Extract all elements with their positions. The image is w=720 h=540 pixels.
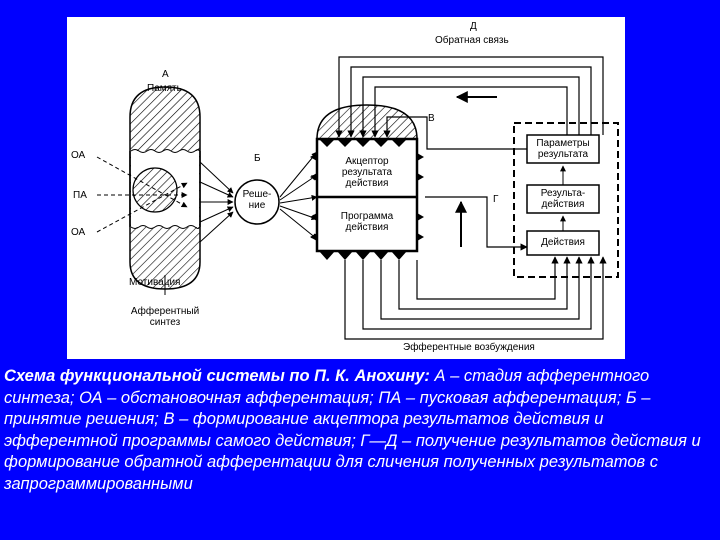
afferent-input-arrows: [96, 156, 188, 233]
diagram-panel: Д Обратная связь А Память В Б Г ОА ПА ОА…: [67, 17, 625, 359]
label-result-params: Параметры результата: [536, 138, 590, 160]
action-results-box: [526, 184, 600, 214]
label-feedback: Обратная связь: [435, 35, 509, 46]
caption-title: Схема функциональной системы по П. К. Ан…: [4, 367, 430, 385]
label-oa-top: ОА: [71, 150, 86, 161]
results-box: [513, 122, 619, 278]
label-memory: Память: [147, 83, 182, 94]
acceptor-dome: [316, 104, 418, 140]
label-acceptor: Акцептор результата действия: [341, 156, 393, 189]
decision-to-program-arrows: [279, 151, 318, 240]
label-a-letter: А: [162, 69, 169, 80]
label-b-letter: Б: [254, 153, 261, 164]
label-actions: Действия: [541, 237, 585, 248]
decision-circle: [234, 179, 280, 225]
acceptor-program-block: [310, 137, 424, 260]
label-g-letter: Г: [493, 194, 499, 205]
efferent-loops: [344, 196, 607, 340]
label-program: Программа действия: [340, 211, 394, 233]
afferent-synthesis-capsule: [129, 86, 201, 290]
label-afferent-synthesis: Афферентный синтез: [130, 306, 200, 328]
figure-caption: Схема функциональной системы по П. К. Ан…: [4, 366, 716, 496]
synthesis-to-decision-arrows: [199, 161, 234, 243]
result-params-box: [526, 134, 600, 164]
functional-system-diagram: [96, 56, 619, 340]
label-d-letter: Д: [470, 21, 477, 32]
label-oa-bottom: ОА: [71, 227, 86, 238]
label-pa: ПА: [73, 190, 87, 201]
feedback-loops: [335, 56, 604, 150]
label-v-letter: В: [428, 113, 435, 124]
caption-body: А – стадия афферентного синтеза; ОА – об…: [4, 367, 701, 493]
label-decision: Реше- ние: [242, 189, 272, 211]
label-motivation: Мотивация: [129, 277, 181, 288]
label-efferent-excitation: Эфферентные возбуждения: [403, 342, 535, 353]
label-action-results: Результа- действия: [540, 188, 586, 210]
actions-box: [526, 230, 600, 256]
